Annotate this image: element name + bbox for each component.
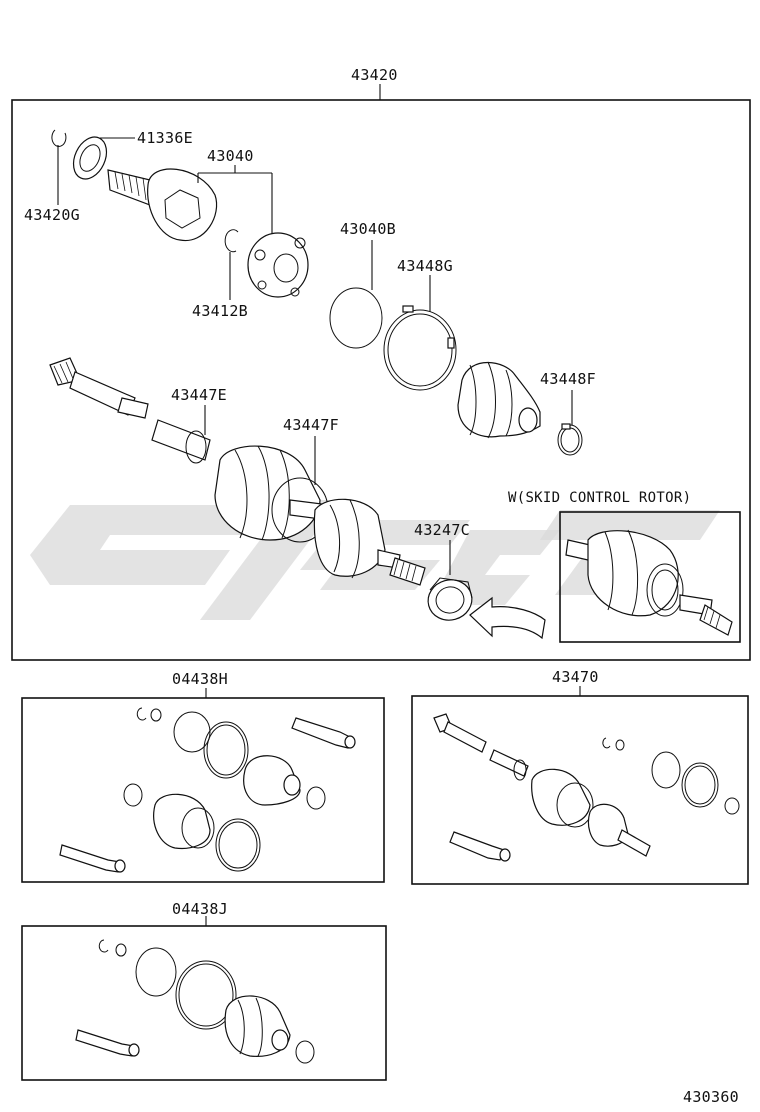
skid-control-inset bbox=[559, 511, 741, 643]
boot-kit-h-box bbox=[21, 697, 385, 883]
boot-kit-j-box bbox=[21, 925, 387, 1081]
page-code: 430360 bbox=[683, 1088, 739, 1106]
skid-control-rotor bbox=[565, 529, 733, 636]
outboard-joint bbox=[107, 165, 273, 242]
label-43447E: 43447E bbox=[171, 386, 227, 404]
label-43412B: 43412B bbox=[192, 302, 248, 320]
boot-kit-h-parts bbox=[59, 707, 356, 873]
label-43040B: 43040B bbox=[340, 220, 396, 238]
label-04438J: 04438J bbox=[172, 900, 228, 918]
boot-clamp-small bbox=[557, 390, 583, 456]
snap-ring-inner bbox=[224, 229, 239, 300]
label-43448F: 43448F bbox=[540, 370, 596, 388]
boot-outboard bbox=[457, 361, 541, 439]
label-43247C: 43247C bbox=[414, 521, 470, 539]
label-41336E: 41336E bbox=[137, 129, 193, 147]
drive-shaft bbox=[49, 357, 211, 464]
label-43420G: 43420G bbox=[24, 206, 80, 224]
main-assembly-box bbox=[11, 99, 751, 661]
sensor-rotor bbox=[427, 540, 473, 621]
boot-kit-j-parts bbox=[75, 939, 315, 1064]
label-43448G: 43448G bbox=[397, 257, 453, 275]
label-43040: 43040 bbox=[207, 147, 254, 165]
shaft-assembly-alt-parts bbox=[433, 713, 740, 862]
label-04438H: 04438H bbox=[172, 670, 228, 688]
inner-race-cage bbox=[247, 232, 309, 298]
label-43447F: 43447F bbox=[283, 416, 339, 434]
boot-clamp-large bbox=[383, 275, 457, 391]
label-skid-control: W(SKID CONTROL ROTOR) bbox=[508, 490, 691, 506]
snap-ring-outer bbox=[51, 129, 67, 205]
inboard-joint-boot bbox=[214, 436, 426, 586]
dust-seal bbox=[72, 136, 135, 180]
ring-43040B bbox=[329, 240, 383, 349]
label-43420: 43420 bbox=[351, 66, 398, 84]
pointer-arrow bbox=[469, 596, 546, 640]
label-43470: 43470 bbox=[552, 668, 599, 686]
